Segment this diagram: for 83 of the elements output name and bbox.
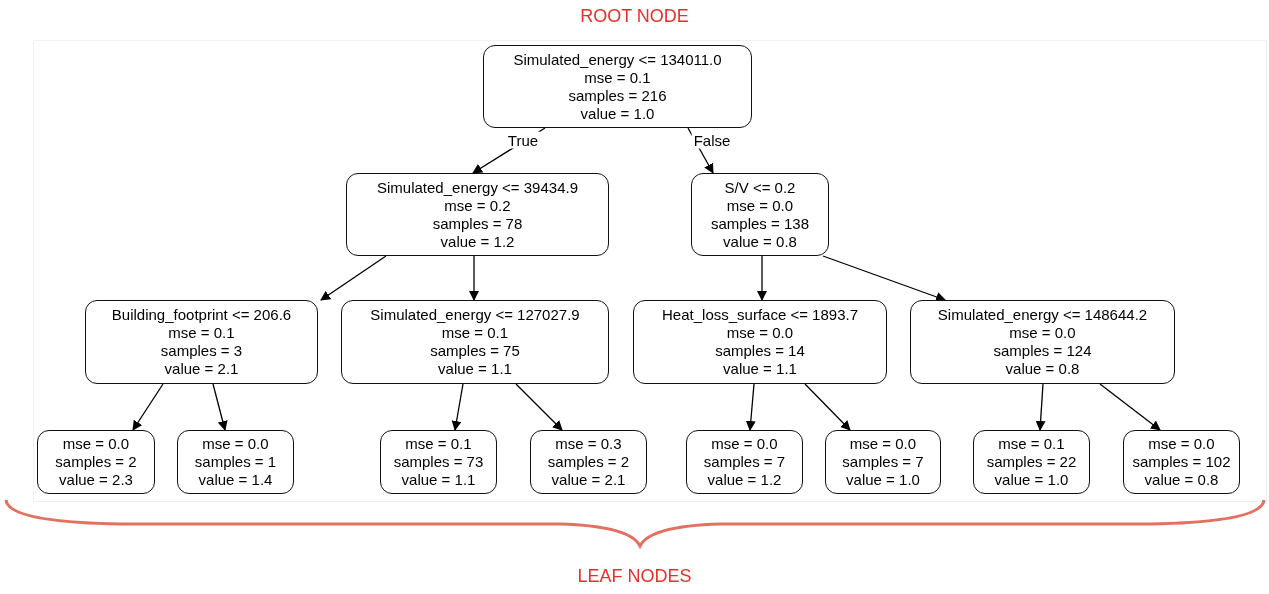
arrow	[451, 383, 464, 431]
arrow	[469, 255, 479, 301]
node-text: mse = 0.3	[555, 435, 622, 453]
node-text: value = 1.0	[846, 471, 920, 489]
node-text: value = 0.8	[723, 232, 797, 251]
tree-node-box	[380, 430, 497, 494]
tree-node-box	[691, 173, 829, 256]
node-text: samples = 7	[703, 453, 786, 471]
node-text: value = 1.4	[198, 471, 273, 489]
node-text: mse = 0.0	[726, 196, 794, 215]
tree-node-box	[633, 300, 887, 384]
node-text: mse = 0.0	[62, 435, 130, 453]
node-text: mse = 0.1	[168, 324, 235, 342]
node-text: value = 0.8	[1005, 360, 1080, 378]
node-text: value = 1.1	[401, 471, 476, 489]
leaf-nodes-caption: LEAF NODES	[576, 566, 693, 587]
node-text: mse = 0.0	[202, 435, 269, 453]
node-text: samples = 124	[993, 342, 1092, 360]
node-text: samples = 1	[194, 453, 277, 471]
arrow	[515, 383, 563, 431]
node-text: samples = 7	[842, 453, 924, 471]
node-text: Simulated_energy <= 127027.9	[370, 306, 580, 324]
node-text: samples = 216	[568, 86, 667, 105]
node-text: Heat_loss_surface <= 1893.7	[662, 306, 858, 324]
node-text: value = 1.0	[994, 471, 1069, 489]
node-text: samples = 14	[715, 342, 805, 360]
node-text: mse = 0.0	[711, 435, 778, 453]
tree-node-box	[37, 430, 155, 494]
node-text: samples = 75	[430, 342, 520, 360]
node-text: value = 0.8	[1144, 471, 1219, 489]
tree-node-box	[530, 430, 647, 494]
arrow	[132, 383, 164, 431]
node-text: samples = 73	[393, 453, 484, 471]
tree-node-box	[825, 430, 941, 494]
node-text: S/V <= 0.2	[724, 178, 796, 197]
root-node-caption: ROOT NODE	[579, 6, 690, 27]
arrow	[1099, 383, 1161, 431]
arrow	[804, 383, 851, 431]
node-text: samples = 78	[432, 214, 523, 233]
tree-node-box	[346, 173, 609, 256]
arrow	[1035, 383, 1046, 431]
node-text: mse = 0.0	[726, 324, 794, 342]
tree-node-box	[177, 430, 294, 494]
node-text: Simulated_energy <= 134011.0	[513, 50, 722, 69]
arrow	[745, 383, 756, 431]
tree-node-box	[973, 430, 1090, 494]
node-text: mse = 0.2	[444, 196, 511, 215]
node-text: mse = 0.1	[584, 68, 651, 87]
tree-node-box	[686, 430, 803, 494]
node-text: mse = 0.1	[998, 435, 1065, 453]
node-text: samples = 138	[711, 214, 809, 233]
node-text: Building_footprint <= 206.6	[111, 306, 292, 324]
node-text: value = 1.0	[580, 104, 655, 123]
tree-node-box	[341, 300, 609, 384]
node-text: value = 2.3	[59, 471, 133, 489]
edge-label: False	[691, 131, 733, 149]
node-text: mse = 0.0	[849, 435, 917, 453]
node-text: value = 2.1	[164, 360, 239, 378]
node-text: value = 1.2	[440, 232, 515, 251]
node-text: samples = 2	[55, 453, 137, 471]
node-text: mse = 0.1	[441, 324, 509, 342]
node-text: mse = 0.1	[405, 435, 472, 453]
node-text: Simulated_energy <= 39434.9	[377, 178, 578, 197]
node-text: Simulated_energy <= 148644.2	[937, 306, 1148, 324]
node-text: samples = 2	[547, 453, 630, 471]
node-text: value = 2.1	[551, 471, 626, 489]
node-text: samples = 102	[1132, 453, 1231, 471]
node-text: mse = 0.0	[1148, 435, 1215, 453]
arrow	[320, 255, 387, 301]
node-text: value = 1.1	[438, 360, 512, 378]
node-text: samples = 3	[160, 342, 243, 360]
tree-node-box	[483, 45, 752, 128]
node-text: mse = 0.0	[1009, 324, 1076, 342]
arrow	[757, 255, 767, 301]
tree-node-box	[910, 300, 1175, 384]
edge-label: True	[505, 131, 541, 149]
tree-node-box	[1123, 430, 1240, 494]
arrow	[822, 255, 946, 302]
node-text: value = 1.2	[707, 471, 782, 489]
tree-node-box	[85, 300, 318, 384]
node-text: samples = 22	[986, 453, 1077, 471]
node-text: value = 1.1	[723, 360, 797, 378]
arrow	[212, 383, 228, 431]
